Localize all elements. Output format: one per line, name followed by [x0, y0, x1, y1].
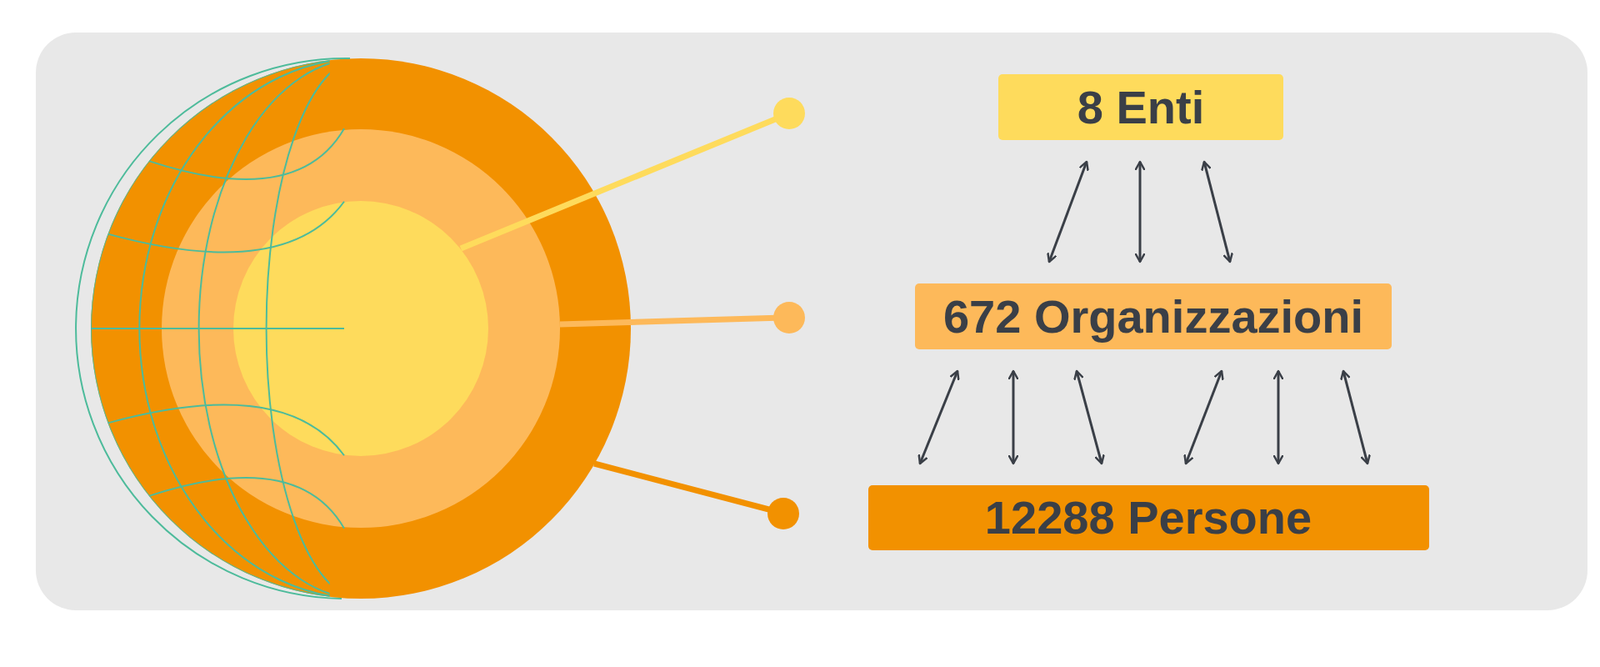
connector-arrow	[1343, 370, 1368, 464]
connector-arrow	[1049, 161, 1087, 262]
leader-line	[594, 463, 779, 512]
parallel	[107, 405, 345, 456]
connector-arrow	[1204, 161, 1230, 262]
connector-arrow	[1012, 370, 1015, 464]
connector-arrow	[920, 370, 958, 464]
outer-ring	[90, 58, 631, 599]
organization-box: 672 Organizzazioni	[915, 283, 1392, 350]
node-label: 672 Organizzazioni	[943, 293, 1364, 340]
background-panel	[35, 32, 1588, 610]
leader-line	[560, 317, 784, 325]
connector-arrow	[1076, 370, 1102, 464]
leader-dot	[773, 301, 805, 334]
node-label: 12288 Persone	[985, 494, 1312, 541]
parallel	[107, 201, 345, 253]
globe-grid	[90, 58, 631, 599]
leader-dot	[773, 97, 805, 130]
entity-box: 8 Enti	[998, 74, 1284, 140]
connector-arrow	[1277, 370, 1280, 464]
connector-arrow	[1185, 370, 1222, 464]
parallel	[90, 327, 345, 330]
globe-rim	[75, 58, 350, 599]
leader-line	[460, 115, 784, 249]
connector-arrow	[1139, 161, 1142, 262]
leader-dot	[767, 497, 800, 530]
people-box: 12288 Persone	[868, 485, 1430, 550]
node-label: 8 Enti	[1077, 84, 1205, 131]
parallel	[149, 128, 345, 180]
parallel	[149, 477, 345, 529]
meridian	[90, 58, 330, 599]
